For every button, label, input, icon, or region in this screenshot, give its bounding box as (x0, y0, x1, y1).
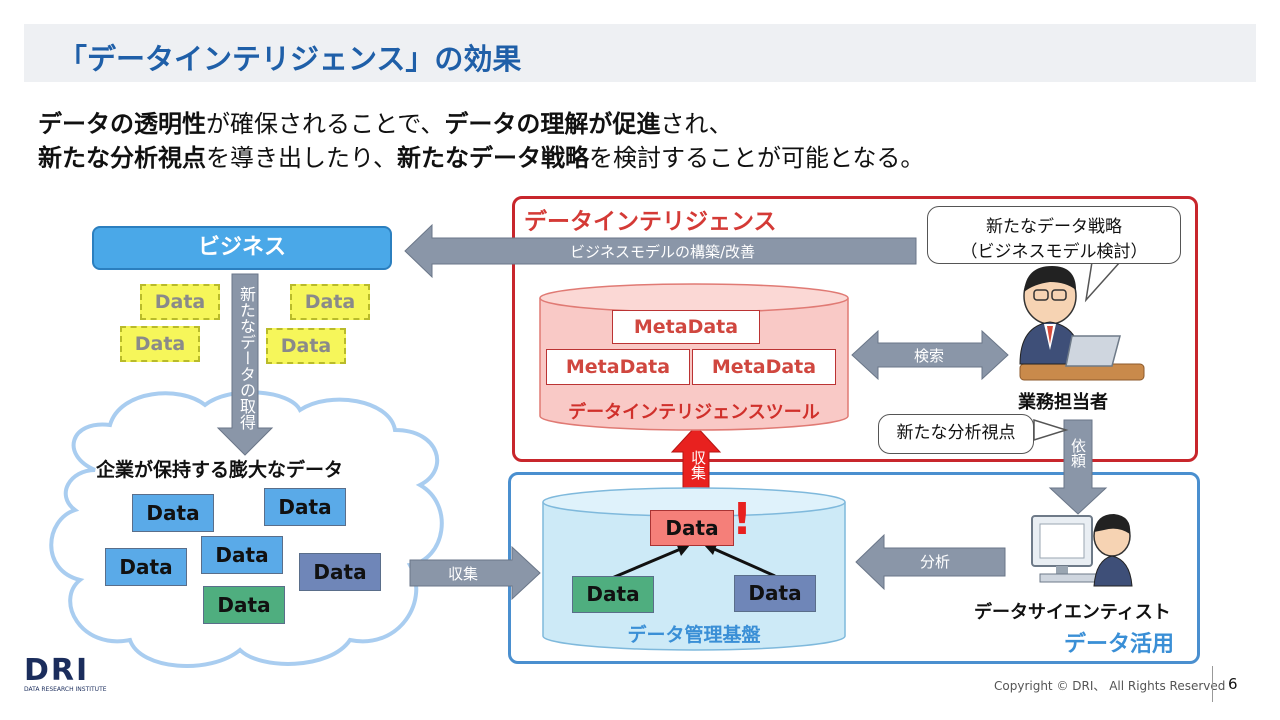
copyright: Copyright © DRI、 All Rights Reserved (994, 679, 1226, 693)
lead-1-seg-1: が確保されることで、 (206, 110, 445, 138)
platform-data-right: Data (734, 575, 816, 612)
metadata-1: MetaData (612, 310, 760, 344)
data-scientist-label: データサイエンティスト (974, 602, 1171, 623)
strategy-bubble: 新たなデータ戦略 （ビジネスモデル検討） (927, 206, 1181, 264)
business-person-illustration (1019, 266, 1145, 381)
new-data-down-arrow (216, 273, 274, 456)
dri-logo: DRI (24, 653, 90, 688)
data-scientist-illustration (1031, 514, 1133, 587)
business-data-3: Data (120, 326, 200, 362)
cloud-data-6: Data (203, 586, 285, 624)
cloud-data-3: Data (105, 548, 187, 586)
strategy-bubble-line-1: 新たなデータ戦略 (986, 217, 1122, 237)
analysis-left-arrow (855, 533, 1006, 591)
platform-data-top: Data (650, 510, 734, 546)
cloud-data-1: Data (132, 494, 214, 532)
viewpoint-bubble: 新たな分析視点 (878, 414, 1034, 454)
footer-divider (1212, 666, 1213, 702)
lead-line-1: データの透明性が確保されることで、データの理解が促進され、 (38, 104, 733, 139)
business-box: ビジネス (92, 226, 392, 270)
collect-up-arrow-label: 収集 (689, 450, 707, 480)
collect-right-arrow (409, 545, 541, 601)
request-arrow-label: 依頼 (1069, 438, 1087, 468)
business-data-1: Data (140, 284, 220, 320)
title-bar (24, 24, 1256, 82)
cloud-data-4: Data (201, 536, 283, 574)
lead-2-seg-1: を導き出したり、 (206, 144, 398, 172)
platform-label: データ管理基盤 (627, 624, 761, 646)
metadata-2: MetaData (546, 349, 690, 385)
analysis-arrow-label: 分析 (920, 553, 951, 571)
new-data-arrow-label: 新たなデータの取得 (237, 286, 256, 430)
lead-2-seg-2: 新たなデータ戦略 (397, 144, 590, 172)
lead-1-seg-2: データの理解が促進 (444, 110, 661, 138)
request-down-arrow (1048, 419, 1108, 515)
cloud-title: 企業が保持する膨大なデータ (96, 459, 344, 481)
collect-arrow-label: 収集 (448, 565, 479, 583)
lead-2-seg-0: 新たな分析視点 (38, 144, 206, 172)
dri-logo-subtitle: DATA RESEARCH INSTITUTE (24, 686, 107, 693)
intelligence-frame (512, 196, 1198, 462)
business-model-arrow-label: ビジネスモデルの構築/改善 (570, 243, 756, 261)
lead-1-seg-3: され、 (660, 110, 733, 138)
page-title: 「データインテリジェンス」の効果 (58, 42, 522, 76)
cloud-data-2: Data (264, 488, 346, 526)
lead-line-2: 新たな分析視点を導き出したり、新たなデータ戦略を検討することが可能となる。 (38, 138, 924, 173)
metadata-3: MetaData (692, 349, 836, 385)
business-data-4: Data (266, 328, 346, 364)
platform-data-left: Data (572, 576, 654, 613)
tool-label: データインテリジェンスツール (568, 402, 820, 423)
cloud-data-5: Data (299, 553, 381, 591)
search-double-arrow (851, 329, 1009, 381)
business-person-label: 業務担当者 (1018, 392, 1108, 413)
intelligence-label: データインテリジェンス (524, 209, 777, 235)
utilization-label: データ活用 (1064, 632, 1175, 657)
lead-2-seg-3: を検討することが可能となる。 (589, 144, 925, 172)
business-model-arrow (404, 223, 917, 279)
exclamation-icon: ! (732, 494, 753, 545)
strategy-bubble-line-2: （ビジネスモデル検討） (960, 242, 1148, 262)
business-data-2: Data (290, 284, 370, 320)
lead-1-seg-0: データの透明性 (38, 110, 206, 138)
page-number: 6 (1228, 675, 1238, 693)
search-arrow-label: 検索 (914, 347, 945, 365)
